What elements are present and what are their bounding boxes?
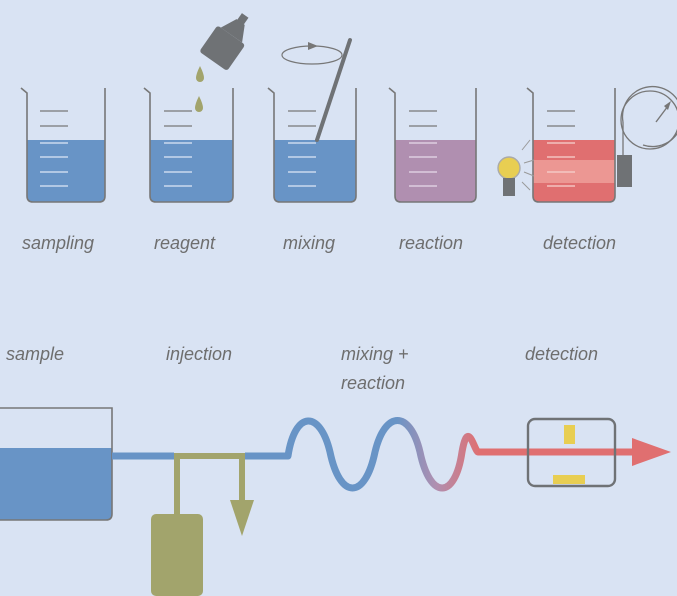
label-detection-bottom: detection bbox=[525, 344, 599, 364]
mixing-coil bbox=[284, 417, 482, 492]
dropper-bottle-icon bbox=[200, 13, 249, 70]
injection-valve bbox=[151, 453, 254, 596]
label-reaction: reaction bbox=[399, 233, 464, 253]
beaker-sampling bbox=[20, 87, 106, 203]
label-mixing-reaction-1: mixing + bbox=[341, 344, 409, 364]
rotation-arrow-icon bbox=[281, 42, 343, 65]
lamp-icon bbox=[497, 139, 535, 196]
label-injection: injection bbox=[166, 344, 233, 364]
label-sample: sample bbox=[6, 344, 65, 364]
meter-dial-icon bbox=[617, 85, 677, 187]
drop-icon bbox=[195, 66, 204, 112]
sample-container bbox=[0, 407, 113, 521]
label-reagent: reagent bbox=[154, 233, 216, 253]
beaker-mixing bbox=[267, 87, 357, 203]
label-mixing-reaction-2: reaction bbox=[341, 373, 406, 393]
beaker-reagent bbox=[143, 87, 234, 203]
label-sampling: sampling bbox=[22, 233, 95, 253]
beaker-reaction bbox=[388, 87, 477, 203]
stir-rod-icon bbox=[315, 38, 352, 142]
flow-arrow-icon bbox=[632, 438, 671, 466]
label-detection-top: detection bbox=[543, 233, 617, 253]
detection-cell bbox=[526, 417, 617, 488]
label-mixing: mixing bbox=[283, 233, 336, 253]
beaker-detection bbox=[526, 87, 616, 203]
